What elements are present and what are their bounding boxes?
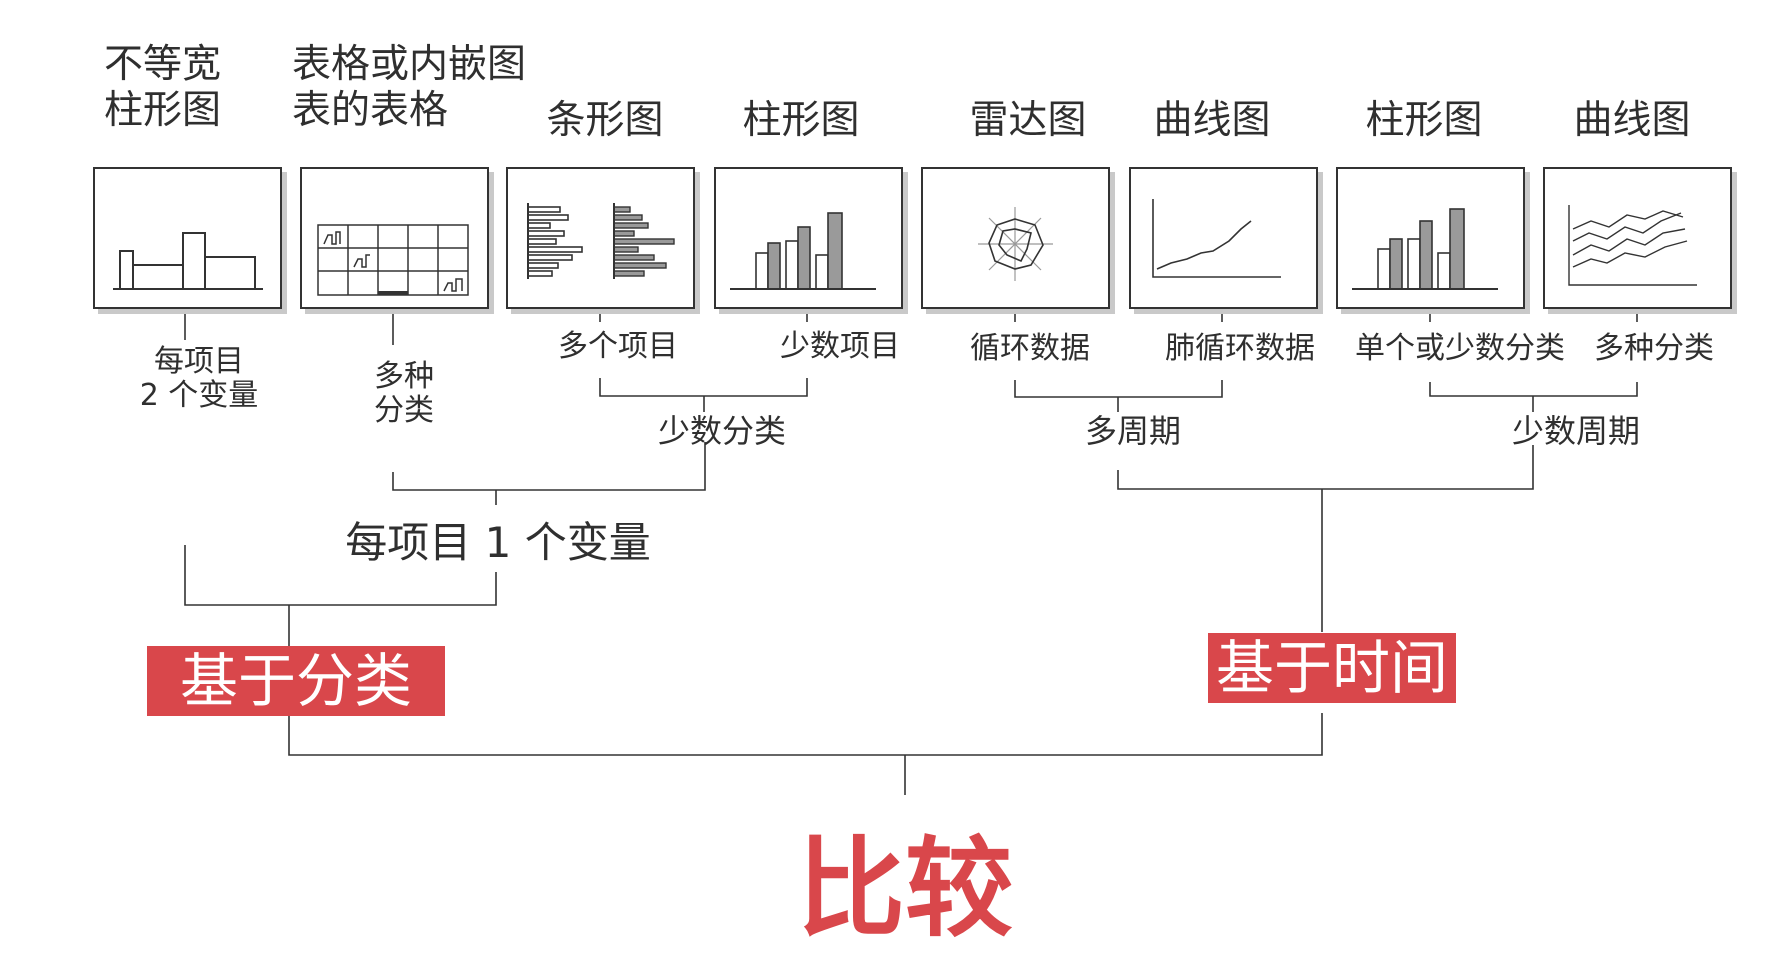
column-chart-icon [1336, 167, 1525, 309]
label-cyclic-data: 循环数据 [970, 331, 1090, 366]
radar-chart-icon [921, 167, 1110, 309]
label-few-items: 少数项目 [780, 329, 900, 364]
title-table-embedded: 表格或内嵌图表的表格 [292, 42, 527, 133]
group-few-periods: 少数周期 [1511, 412, 1641, 450]
multi-line-chart-icon [1543, 167, 1732, 309]
badge-by-time: 基于时间 [1208, 633, 1456, 703]
variable-width-column-chart-icon [93, 167, 282, 309]
title-variable-width-column: 不等宽柱形图 [104, 42, 222, 133]
title-multi-line-chart: 曲线图 [1573, 98, 1691, 143]
table-with-embedded-charts-icon [300, 167, 489, 309]
title-column-chart: 柱形图 [742, 98, 860, 143]
label-non-cyclic-data: 肺循环数据 [1165, 331, 1315, 366]
label-single-or-few-categories: 单个或少数分类 [1355, 331, 1565, 366]
title-radar-chart: 雷达图 [969, 98, 1087, 143]
group-few-categories: 少数分类 [657, 412, 787, 450]
line-chart-icon [1129, 167, 1318, 309]
title-column-chart-time: 柱形图 [1365, 98, 1483, 143]
label-multi-categories: 多种分类 [374, 359, 434, 428]
label-many-items: 多个项目 [558, 329, 678, 364]
main-title: 比较 [796, 827, 1014, 952]
column-chart-icon [714, 167, 903, 309]
group-multi-period: 多周期 [1084, 412, 1182, 450]
bar-chart-icon [506, 167, 695, 309]
badge-by-category: 基于分类 [147, 646, 445, 716]
group-one-variable-per-item: 每项目 1 个变量 [345, 518, 651, 567]
title-bar-chart: 条形图 [546, 98, 664, 143]
title-line-chart: 曲线图 [1153, 98, 1271, 143]
label-multi-categories-time: 多种分类 [1594, 331, 1714, 366]
